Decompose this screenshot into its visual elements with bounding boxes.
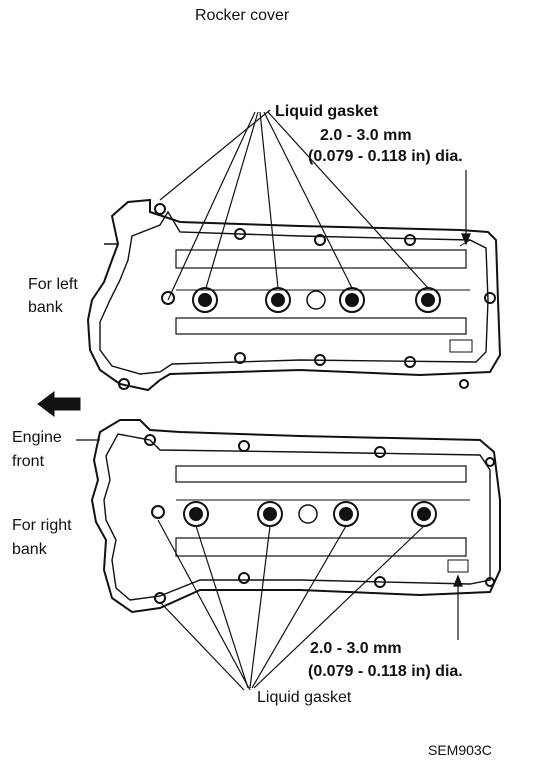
left-bank-label-line2: bank xyxy=(28,299,63,316)
engine-front-label-line1: Engine xyxy=(12,429,62,446)
diagram-title: Rocker cover xyxy=(195,7,290,24)
figure-code: SEM903C xyxy=(428,742,492,758)
engine-front-label-line2: front xyxy=(12,453,45,470)
top-gasket-leaders xyxy=(159,109,471,301)
bottom-gasket-leaders xyxy=(157,519,463,691)
bottom-dimension-mm: 2.0 - 3.0 mm xyxy=(310,640,402,657)
bottom-dimension-in: (0.079 - 0.118 in) dia. xyxy=(308,663,463,680)
left-arrow-icon xyxy=(37,391,81,417)
top-dimension-mm: 2.0 - 3.0 mm xyxy=(320,127,412,144)
right-bank-rocker-cover xyxy=(90,419,501,614)
right-bank-label-line1: For right xyxy=(12,517,72,534)
left-bank-label-line1: For left xyxy=(28,276,78,293)
bottom-liquid-gasket-label: Liquid gasket xyxy=(257,689,352,706)
top-liquid-gasket-label: Liquid gasket xyxy=(275,103,379,120)
right-bank-label-line2: bank xyxy=(12,541,47,558)
top-dimension-in: (0.079 - 0.118 in) dia. xyxy=(308,148,463,165)
left-bank-rocker-cover xyxy=(86,198,502,392)
